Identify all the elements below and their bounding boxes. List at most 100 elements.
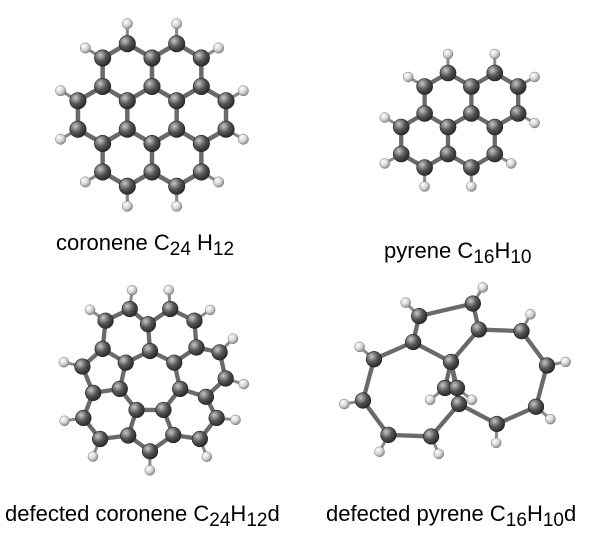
carbon-atom — [121, 300, 138, 318]
hydrogen-atom — [121, 18, 133, 30]
hydrogen-atom — [505, 158, 517, 169]
carbon-atom — [416, 105, 433, 122]
carbon-atom — [416, 78, 433, 95]
carbon-atom — [94, 49, 112, 67]
hydrogen-atom — [55, 133, 67, 145]
hydrogen-atom — [379, 112, 391, 123]
hydrogen-atom — [171, 200, 183, 212]
carbon-atom — [538, 357, 556, 374]
carbon-atom — [470, 321, 487, 338]
carbon-atom — [141, 342, 159, 360]
hydrogen-atom — [402, 71, 414, 83]
carbon-atom — [192, 78, 210, 96]
hydrogen-atom — [121, 200, 133, 212]
carbon-atom — [354, 392, 372, 409]
caption-formula: C16H10 — [457, 238, 532, 268]
hydrogen-atom — [163, 284, 175, 296]
caption-coronene: coronene C24 H12 — [56, 230, 234, 260]
hydrogen-atoms — [339, 282, 571, 460]
carbon-atom — [217, 370, 234, 387]
hydrogen-atom — [339, 398, 350, 410]
caption-pyrene: pyrene C16H10 — [384, 238, 532, 268]
hydrogen-atom — [213, 176, 225, 188]
hydrogen-atom — [58, 356, 70, 368]
hydrogen-atom — [374, 446, 385, 457]
carbon-atom — [186, 312, 203, 329]
hydrogen-atom — [379, 158, 391, 169]
carbon-atom — [85, 384, 102, 402]
carbon-atom — [94, 163, 112, 181]
bonds — [62, 288, 246, 472]
hydrogen-atom — [424, 394, 436, 406]
carbon-atom — [118, 177, 136, 195]
carbon-atom — [94, 78, 112, 96]
carbon-atom — [69, 92, 87, 110]
carbon-atom — [217, 92, 235, 110]
carbon-atom — [442, 353, 460, 371]
carbon-atom — [168, 92, 186, 110]
carbon-atom — [143, 78, 161, 96]
hydrogen-atom — [204, 304, 216, 316]
carbon-atoms — [69, 35, 235, 195]
hydrogen-atom — [213, 42, 225, 54]
hydrogen-atom — [477, 282, 489, 293]
carbon-atom — [69, 120, 87, 138]
hydrogen-atom — [230, 414, 241, 426]
hydrogen-atom — [59, 415, 70, 427]
hydrogen-atom — [201, 451, 213, 462]
carbon-atom — [527, 398, 545, 415]
carbon-atom — [143, 135, 161, 153]
carbon-atom — [411, 307, 428, 325]
hydrogen-atoms — [55, 18, 249, 212]
carbon-atom — [486, 64, 504, 82]
carbon-atom — [463, 159, 480, 176]
carbon-atom — [509, 105, 527, 122]
c-c-bond — [417, 301, 475, 319]
carbon-atom — [416, 159, 433, 176]
carbon-atom — [423, 428, 440, 445]
hydrogen-atom — [87, 451, 99, 462]
carbon-atom — [192, 49, 210, 67]
carbon-atom — [168, 177, 186, 195]
hydrogen-atom — [466, 181, 477, 192]
hydrogen-atom — [238, 378, 250, 390]
carbon-atom — [392, 145, 410, 163]
carbon-atom — [143, 163, 161, 181]
hydrogen-atom — [237, 133, 249, 145]
carbon-atom — [365, 351, 383, 368]
carbon-atom — [97, 312, 114, 329]
carbon-atom — [155, 401, 172, 419]
carbon-atom — [75, 409, 92, 427]
carbon-atom — [192, 163, 210, 181]
hydrogen-atom — [171, 18, 183, 30]
caption-name: coronene — [56, 230, 148, 255]
carbon-atom — [168, 120, 186, 138]
carbon-atom — [139, 316, 157, 333]
carbon-atom — [128, 401, 145, 419]
carbon-atom — [509, 78, 527, 95]
carbon-atom — [118, 120, 136, 138]
carbon-atom — [450, 395, 468, 413]
carbon-atoms — [392, 64, 527, 176]
carbon-atom — [464, 295, 481, 312]
carbon-atom — [111, 380, 128, 397]
caption-name: defected coronene — [5, 501, 188, 526]
carbon-atom — [165, 426, 182, 444]
carbon-atom — [74, 358, 91, 375]
carbon-atom — [439, 118, 457, 136]
carbon-atom — [143, 49, 161, 67]
carbon-atom — [141, 443, 159, 460]
coronene-molecule — [55, 18, 249, 212]
defected-coronene-molecule — [58, 284, 250, 476]
carbon-atoms — [74, 300, 234, 460]
carbon-atom — [197, 388, 215, 405]
carbon-atom — [118, 35, 136, 53]
hydrogen-atom — [126, 284, 138, 296]
hydrogen-atom — [433, 448, 445, 460]
carbon-atom — [118, 92, 136, 110]
hydrogen-atom — [400, 297, 411, 308]
carbon-atom — [513, 323, 530, 340]
carbon-atom — [392, 118, 410, 136]
carbon-atom — [463, 105, 480, 122]
